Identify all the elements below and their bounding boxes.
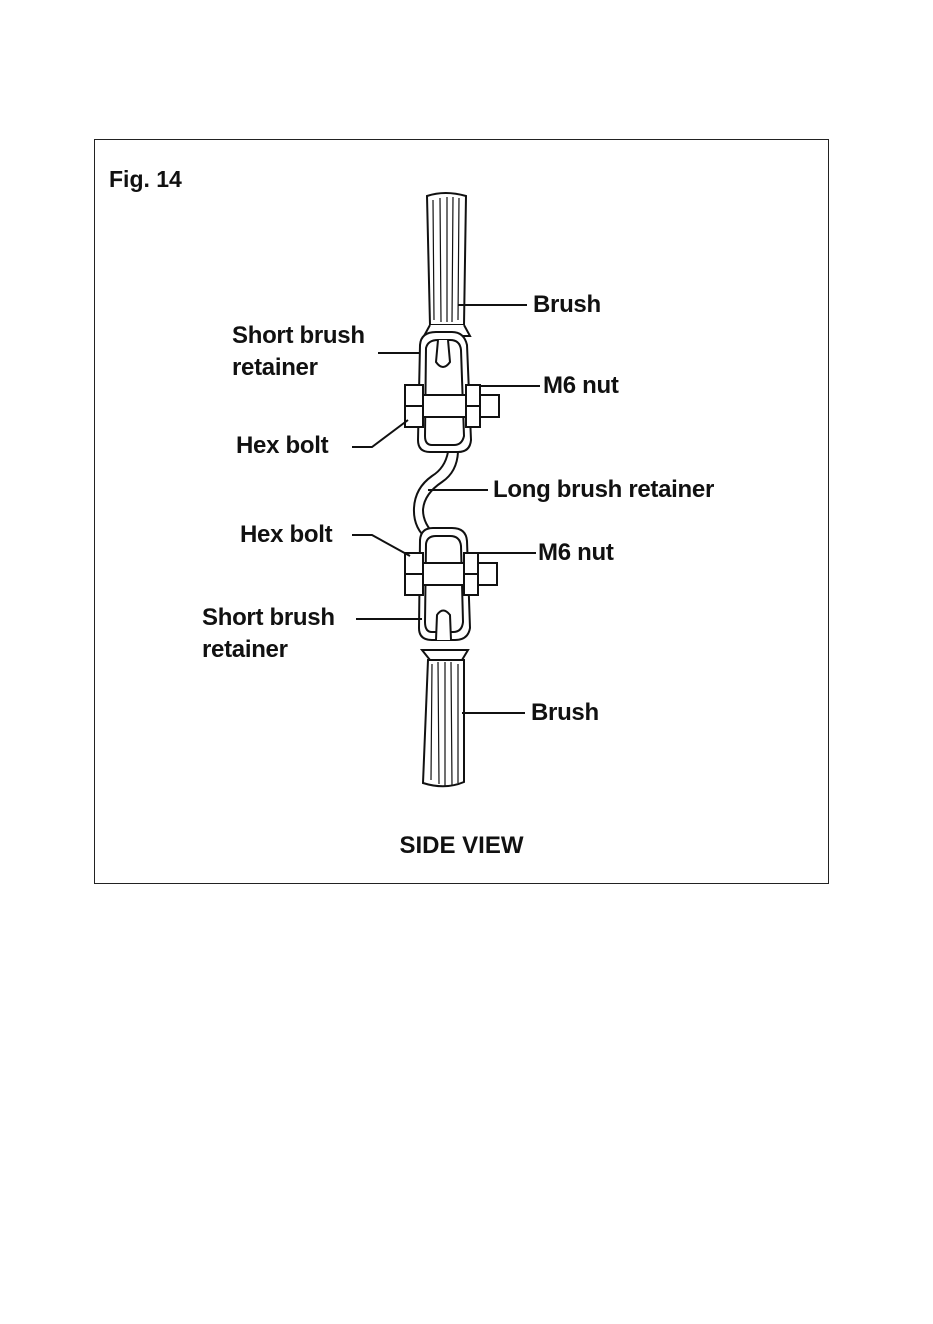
label-short-retainer-bottom-line1: Short brush (202, 602, 335, 634)
label-long-retainer: Long brush retainer (493, 474, 714, 506)
label-short-retainer-top-line1: Short brush (232, 320, 365, 352)
label-brush-top: Brush (533, 289, 601, 321)
figure-frame: Fig. 14 SIDE VIEW (94, 139, 829, 884)
figure-number: Fig. 14 (109, 166, 182, 193)
label-short-retainer-bottom-line2: retainer (202, 634, 288, 666)
label-m6-nut-bottom: M6 nut (538, 537, 614, 569)
label-hex-bolt-bottom: Hex bolt (240, 519, 332, 551)
label-m6-nut-top: M6 nut (543, 370, 619, 402)
label-brush-bottom: Brush (531, 697, 599, 729)
label-hex-bolt-top: Hex bolt (236, 430, 328, 462)
view-caption: SIDE VIEW (95, 832, 828, 860)
label-short-retainer-top-line2: retainer (232, 352, 318, 384)
